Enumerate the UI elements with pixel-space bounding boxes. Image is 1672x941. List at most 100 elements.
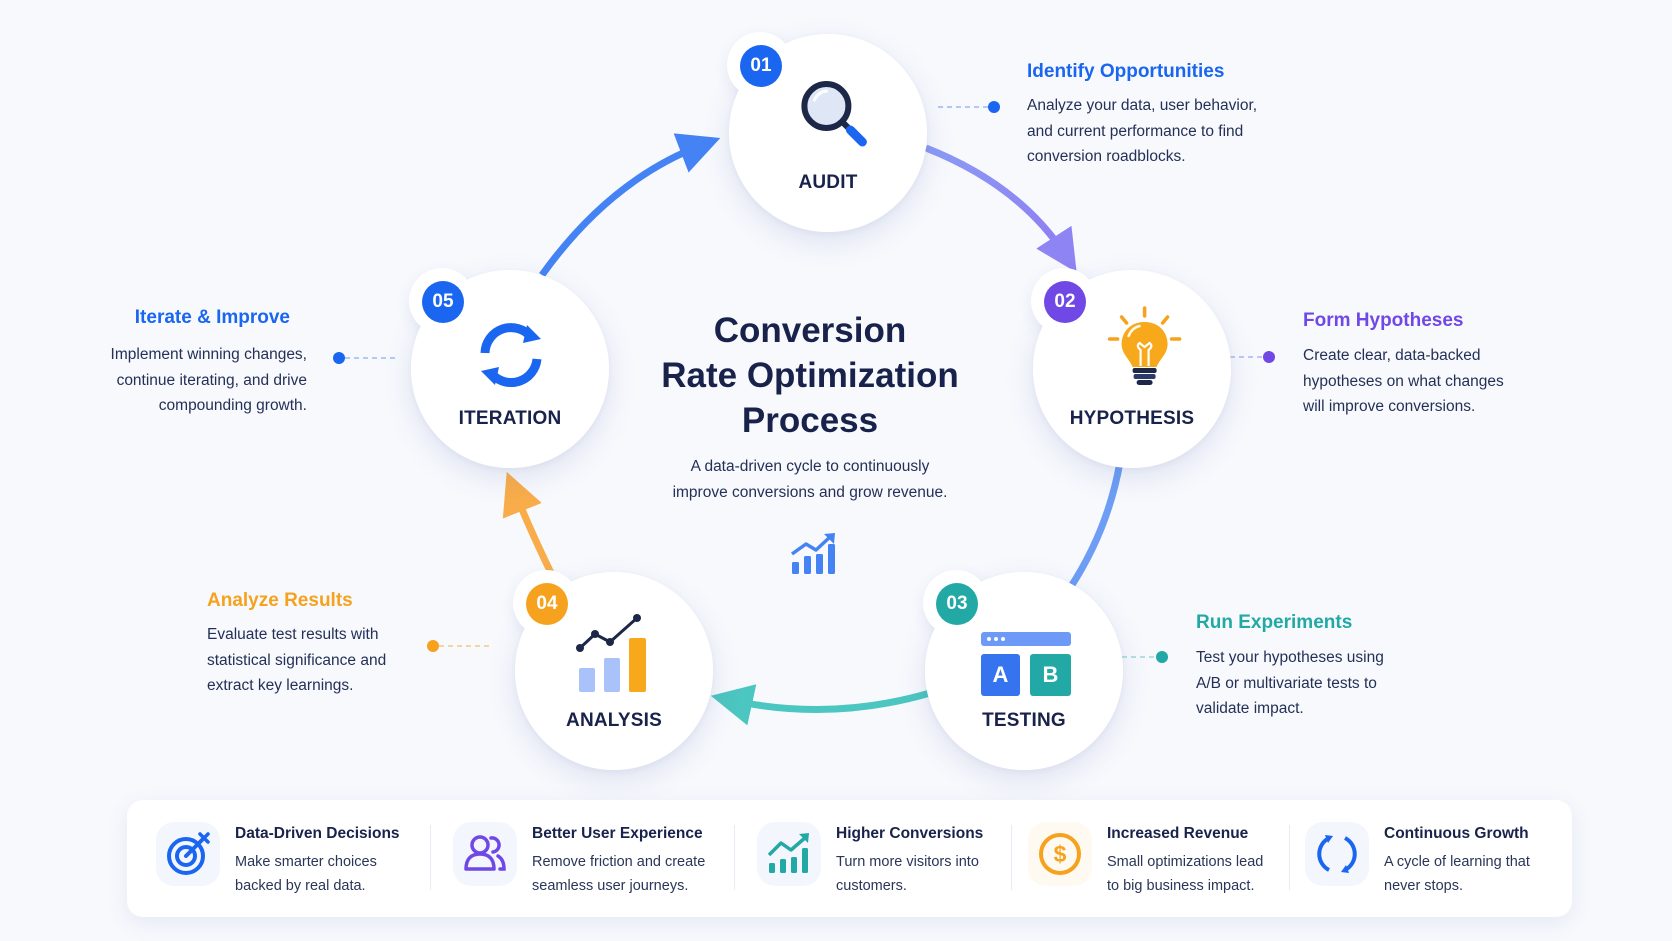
description-line: Test your hypotheses using (1196, 649, 1384, 666)
cycle-icon (1317, 835, 1357, 873)
arrow-audit-to-hypothesis (924, 144, 1077, 273)
benefit-text-line: A cycle of learning that (1384, 854, 1530, 870)
benefit-text-line: never stops. (1384, 877, 1463, 894)
refresh-icon (480, 323, 542, 387)
description-line: and current performance to find (1027, 122, 1244, 140)
description-line: will improve conversions. (1303, 398, 1476, 415)
connector-audit (938, 101, 1000, 113)
step-label: ANALYSIS (566, 710, 662, 731)
connector-hypothesis (1230, 351, 1275, 363)
description-line: Evaluate test results with (207, 626, 379, 643)
step-number-badge: 04 (526, 583, 568, 625)
benefit-item: Continuous Growth A cycle of learning th… (1305, 800, 1565, 917)
description-line: continue iterating, and drive (116, 371, 307, 389)
step-label: HYPOTHESIS (1069, 408, 1195, 429)
description-line: Analyze your data, user behavior, (1027, 97, 1258, 114)
ab-test-icon: A B (981, 632, 1071, 704)
description-line: hypotheses on what changes (1303, 372, 1504, 390)
target-icon (167, 832, 210, 875)
divider (734, 825, 735, 890)
analytics-chart-icon (576, 614, 646, 692)
title-line: Rate Optimization (661, 356, 959, 395)
benefit-text-line: backed by real data. (235, 877, 366, 894)
benefit-item: Better User Experience Remove friction a… (453, 800, 733, 917)
benefit-text-line: to big business impact. (1107, 877, 1255, 894)
benefit-title: Higher Conversions (836, 825, 984, 842)
step-description-testing: Test your hypotheses using A/B or multiv… (1196, 645, 1384, 722)
step-description-analysis: Evaluate test results with statistical s… (207, 622, 386, 699)
page-title: Conversion Rate Optimization Process (610, 308, 1010, 443)
arrow-analysis-to-iteration (502, 471, 557, 579)
subtitle-line: improve conversions and grow revenue. (672, 484, 948, 501)
subtitle-line: A data-driven cycle to continuously (690, 458, 930, 475)
benefit-text: Remove friction and create seamless user… (532, 851, 705, 898)
benefit-text-line: Small optimizations lead (1107, 854, 1264, 870)
description-line: validate impact. (1196, 700, 1304, 717)
divider (430, 825, 431, 890)
benefit-text: Turn more visitors into customers. (836, 851, 979, 898)
variant-a: A (981, 654, 1020, 696)
step-label: AUDIT (798, 172, 858, 193)
step-node-analysis[interactable]: 04 ANALYSIS (513, 570, 713, 770)
step-title-iterate: Iterate & Improve (134, 307, 290, 328)
description-line: extract key learnings. (207, 677, 354, 694)
page-subtitle: A data-driven cycle to continuously impr… (610, 454, 1010, 506)
step-description-hypothesis: Create clear, data-backed hypotheses on … (1303, 343, 1504, 420)
growth-chart-icon (790, 533, 835, 574)
description-line: Create clear, data-backed (1303, 347, 1481, 364)
arrow-testing-to-analysis (710, 684, 931, 726)
dollar-icon: $ (1039, 833, 1081, 875)
benefit-icon-tile (757, 822, 821, 886)
benefit-item: $ Increased Revenue Small optimizations … (1028, 800, 1298, 917)
title-line: Process (741, 401, 879, 440)
benefit-icon-tile: $ (1028, 822, 1092, 886)
benefit-text-line: Remove friction and create (532, 854, 706, 870)
title-line: Conversion (713, 311, 907, 350)
arrow-iteration-to-audit (539, 133, 721, 278)
description-line: A/B or multivariate tests to (1196, 674, 1377, 692)
step-number-badge: 05 (422, 281, 464, 323)
step-node-hypothesis[interactable]: 02 HYPOTHESIS (1031, 268, 1231, 468)
benefit-item: Data-Driven Decisions Make smarter choic… (156, 800, 426, 917)
benefit-title: Continuous Growth (1384, 825, 1529, 842)
divider (1011, 825, 1012, 890)
divider (1289, 825, 1290, 890)
benefit-text-line: Turn more visitors into (836, 854, 979, 870)
step-number-badge: 02 (1044, 281, 1086, 323)
benefit-title: Increased Revenue (1107, 825, 1249, 842)
trend-up-icon (767, 833, 809, 873)
step-node-iteration[interactable]: 05 ITERATION (409, 268, 609, 468)
connector-testing (1122, 651, 1168, 663)
benefit-item: Higher Conversions Turn more visitors in… (757, 800, 1007, 917)
benefit-title: Data-Driven Decisions (235, 825, 400, 842)
magnifier-icon (801, 81, 867, 147)
arrow-hypothesis-to-testing (1067, 461, 1124, 590)
connector-iteration (333, 352, 398, 364)
benefits-panel: Data-Driven Decisions Make smarter choic… (127, 800, 1572, 917)
benefit-title: Better User Experience (532, 825, 703, 842)
description-line: Implement winning changes, (110, 346, 307, 363)
variant-b: B (1030, 654, 1071, 696)
benefit-text-line: seamless user journeys. (532, 877, 689, 894)
step-title-identify: Identify Opportunities (1027, 61, 1225, 82)
step-title-hypotheses: Form Hypotheses (1303, 310, 1464, 331)
step-label: TESTING (982, 710, 1066, 731)
description-line: conversion roadblocks. (1027, 148, 1186, 165)
benefit-icon-tile (1305, 822, 1369, 886)
benefit-text-line: Make smarter choices (235, 854, 377, 870)
lightbulb-icon (1107, 306, 1182, 385)
step-title-analyze: Analyze Results (207, 590, 353, 611)
step-node-audit[interactable]: 01 AUDIT (727, 32, 927, 232)
step-description-audit: Analyze your data, user behavior, and cu… (1027, 93, 1257, 170)
benefit-icon-tile (156, 822, 220, 886)
connector-analysis (427, 640, 490, 652)
description-line: compounding growth. (158, 397, 307, 414)
svg-text:$: $ (1054, 841, 1067, 867)
benefit-icon-tile (453, 822, 517, 886)
description-line: statistical significance and (207, 651, 387, 669)
step-number-badge: 01 (740, 45, 782, 87)
benefit-text: Make smarter choices backed by real data… (235, 851, 377, 898)
users-icon (464, 835, 506, 871)
step-label: ITERATION (458, 408, 562, 429)
step-node-testing[interactable]: 03 A B TESTING (923, 570, 1123, 770)
